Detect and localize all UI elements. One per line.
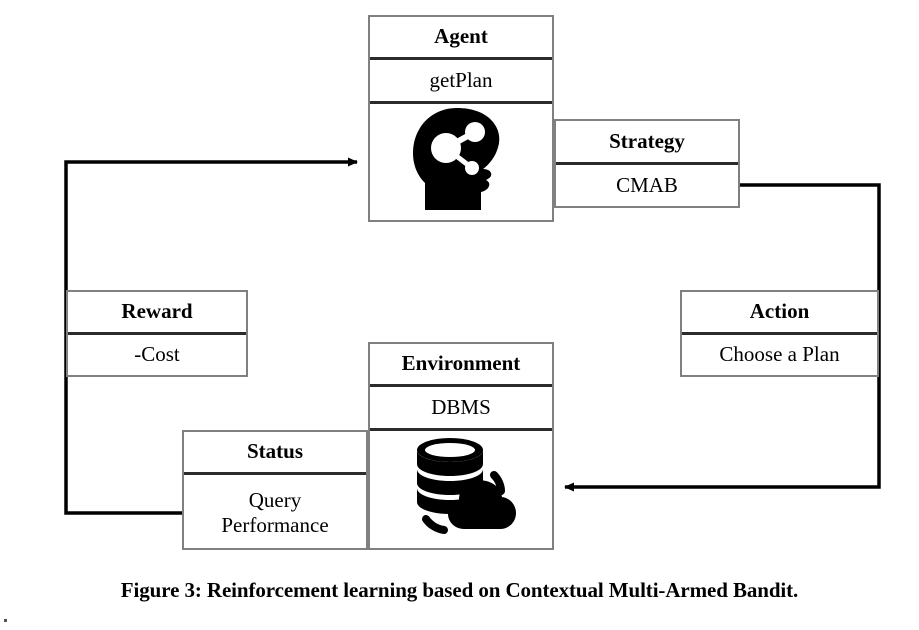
- action-value: Choose a Plan: [719, 342, 840, 367]
- agent-method: getPlan: [370, 60, 552, 104]
- environment-value: DBMS: [370, 387, 552, 431]
- status-value-line1: Query: [248, 487, 302, 512]
- environment-icon-row: [370, 431, 552, 548]
- status-title: Status: [184, 432, 366, 475]
- status-value: Query Performance: [184, 475, 366, 550]
- reward-title: Reward: [68, 292, 246, 335]
- node-reward[interactable]: Reward -Cost: [66, 290, 248, 377]
- connector-action-to-environment: [564, 183, 881, 492]
- head-brain-network-icon: [405, 106, 517, 219]
- status-value-line2: Performance: [221, 512, 329, 537]
- node-status[interactable]: Status Query Performance: [182, 430, 368, 550]
- database-cloud-icon: [406, 435, 516, 544]
- node-agent[interactable]: Agent getPlan: [368, 15, 554, 222]
- agent-icon-row: [370, 104, 552, 220]
- action-title: Action: [682, 292, 877, 335]
- reward-value: -Cost: [134, 342, 180, 367]
- figure-caption: Figure 3: Reinforcement learning based o…: [120, 578, 799, 602]
- strategy-value: CMAB: [616, 172, 678, 197]
- page-artifact-mark: [4, 619, 7, 622]
- agent-title: Agent: [370, 17, 552, 60]
- node-strategy[interactable]: Strategy CMAB: [554, 119, 740, 208]
- environment-title: Environment: [370, 344, 552, 387]
- node-environment[interactable]: Environment DBMS: [368, 342, 554, 550]
- node-action[interactable]: Action Choose a Plan: [680, 290, 879, 377]
- strategy-title: Strategy: [556, 121, 738, 165]
